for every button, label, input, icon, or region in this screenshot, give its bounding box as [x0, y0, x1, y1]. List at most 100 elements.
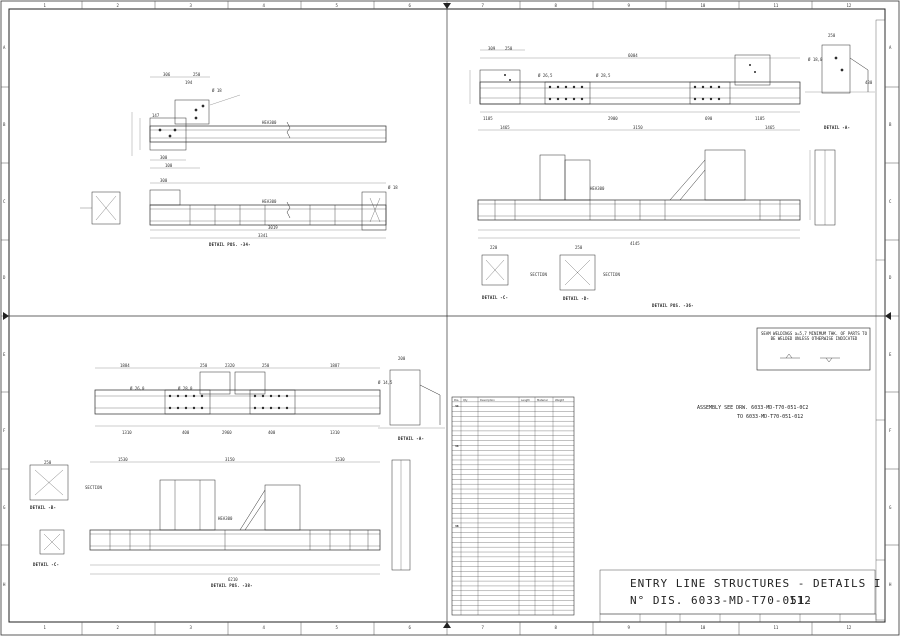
frame-row-label: B	[889, 121, 892, 127]
hole-label: Ø 18,0	[808, 57, 823, 62]
bom-group-36: 36	[455, 445, 459, 448]
detail-pos-34-label: DETAIL POS. -34-	[209, 242, 251, 247]
frame-column-label: 6	[408, 3, 411, 8]
frame-column-label: 2	[116, 3, 119, 8]
dim-label: 200	[398, 356, 406, 361]
frame-row-label: A	[3, 45, 6, 51]
dim-label: 2960	[222, 430, 232, 435]
dim-label: 1185	[483, 116, 493, 121]
frame-column-label: 10	[700, 625, 706, 630]
dim-label: 2900	[608, 116, 618, 121]
frame-column-label: 4	[262, 3, 265, 8]
dim-label: 3341	[258, 233, 268, 238]
hole-label: Ø 14,5	[378, 380, 393, 385]
dim-label: 100	[165, 163, 173, 168]
dim-label: 250	[200, 363, 208, 368]
frame-column-label: 10	[700, 3, 706, 8]
frame-column-label: 8	[554, 3, 557, 8]
hole-label: Ø 18	[212, 88, 222, 93]
profile-label: HEA300	[218, 516, 233, 521]
detail-a-label-top: DETAIL -A-	[824, 125, 851, 130]
frame-column-label: 5	[335, 3, 338, 8]
frame-column-label: 11	[773, 625, 779, 630]
dim-label: 147	[152, 113, 160, 118]
dim-label: 250	[44, 460, 52, 465]
frame-row-label: H	[3, 581, 6, 587]
dim-label: 1310	[122, 430, 132, 435]
weld-note-box	[756, 327, 871, 371]
detail-pos-38-label: DETAIL POS. -38-	[211, 583, 253, 588]
hole-label: Ø 26,5	[538, 73, 553, 78]
frame-row-label: F	[3, 428, 6, 434]
dim-label: 1530	[335, 457, 345, 462]
center-mark-bottom	[443, 622, 451, 628]
profile-label: HEA300	[262, 120, 277, 125]
bom-header-pos: Pos.	[454, 399, 460, 402]
detail-pos-36-label: DETAIL POS. -36-	[652, 303, 694, 308]
detail-d-label: DETAIL -D-	[563, 296, 590, 301]
dim-label: 300	[160, 155, 168, 160]
weld-note: SEAM WELDINGS a=5,7 MINIMUM THK. OF PART…	[761, 331, 867, 341]
frame-column-label: 3	[189, 625, 192, 630]
profile-label: HEA300	[262, 199, 277, 204]
frame-row-label: F	[889, 428, 892, 434]
frame-column-label: 12	[846, 625, 852, 630]
drawing-title: ENTRY LINE STRUCTURES - DETAILS I	[630, 577, 882, 590]
frame-column-label: 3	[189, 3, 192, 8]
frame-column-label: 7	[481, 3, 484, 8]
bom-header-description: Description	[480, 399, 495, 402]
frame-column-label: 4	[262, 625, 265, 630]
hole-label: Ø 26,0	[130, 386, 145, 391]
dim-label: 430	[865, 80, 873, 85]
dim-label: 306	[163, 72, 171, 77]
dim-label: 1310	[330, 430, 340, 435]
frame-column-label: 12	[846, 3, 852, 8]
dim-label: 250	[262, 363, 270, 368]
dim-label: 1465	[765, 125, 775, 130]
center-mark-left	[3, 312, 9, 320]
detail-pos-36	[469, 44, 875, 291]
center-mark-right	[885, 312, 891, 320]
title-block	[599, 569, 876, 615]
frame-row-label: B	[3, 121, 6, 127]
frame-column-label: 5	[335, 625, 338, 630]
dim-label: 194	[185, 80, 193, 85]
frame-column-label: 1	[43, 3, 46, 8]
frame-row-label: E	[889, 351, 892, 357]
center-mark-top	[443, 3, 451, 9]
frame-row-label: A	[889, 45, 892, 51]
hole-label: Ø 28,0	[178, 386, 193, 391]
dim-label: 400	[268, 430, 276, 435]
detail-c-label-bottom: DETAIL -C-	[33, 562, 60, 567]
dim-label: 300	[160, 178, 168, 183]
frame-column-label: 2	[116, 625, 119, 630]
dim-label: 3019	[268, 225, 278, 230]
frame-row-label: E	[3, 351, 6, 357]
dim-label: 6004	[628, 53, 638, 58]
frame-row-label: G	[3, 505, 6, 511]
right-revision-strip	[875, 19, 886, 621]
frame-row-label: D	[3, 275, 6, 281]
dim-label: 2320	[225, 363, 235, 368]
bom-header-qty: Qty	[463, 399, 468, 402]
weld-symbols	[780, 353, 840, 363]
dim-label: 3150	[633, 125, 643, 130]
frame-column-label: 9	[627, 3, 630, 8]
dim-label: 1887	[330, 363, 340, 368]
detail-c-label-top: DETAIL -C-	[482, 295, 509, 300]
frame-column-label: 11	[773, 3, 779, 8]
dim-label: 250	[828, 33, 836, 38]
bom-header-length: Length	[521, 399, 530, 402]
detail-a-label-bottom: DETAIL -A-	[398, 436, 425, 441]
frame-column-label: 1	[43, 625, 46, 630]
detail-b-label: DETAIL -B-	[30, 505, 57, 510]
dim-label: 309	[488, 46, 496, 51]
frame-row-label: G	[889, 505, 892, 511]
frame-row-label: H	[889, 581, 892, 587]
dim-label: 3150	[225, 457, 235, 462]
dim-label: 690	[705, 116, 713, 121]
bom-header-weight: Weight	[555, 399, 565, 402]
dim-label: 4145	[630, 241, 640, 246]
